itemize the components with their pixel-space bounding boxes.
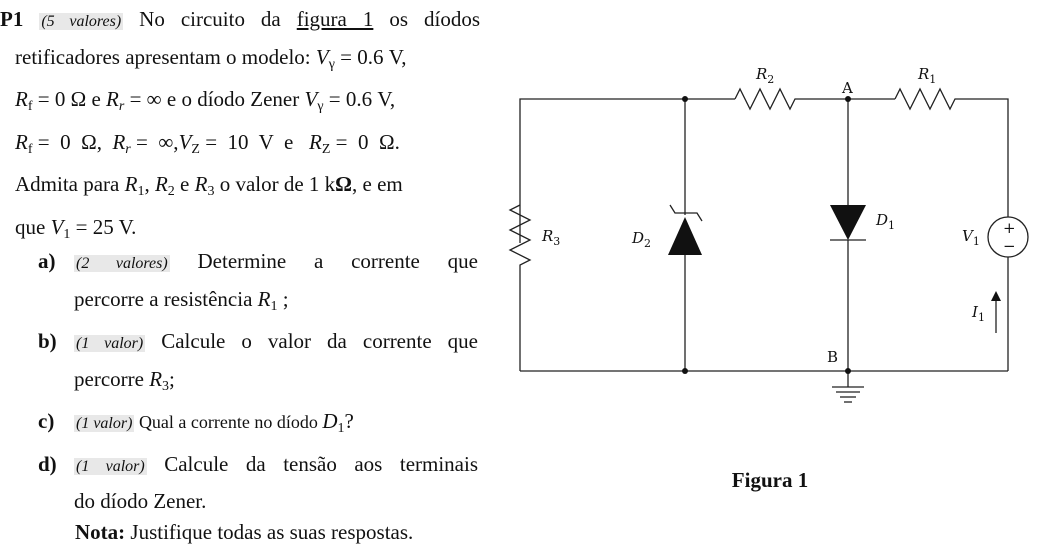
note-text: Justifique todas as suas respostas.	[125, 520, 414, 544]
resistor-r1	[894, 87, 960, 111]
problem-statement: P1 (5 valores) No circuito da figura 1 o…	[0, 2, 480, 252]
question-label: c)	[38, 409, 55, 433]
question-b: b) (1 valor) Calcule o valor da corrente…	[38, 324, 478, 404]
statement-line-4: Rf = 0 Ω, Rr = ∞,VZ = 10 V e RZ = 0 Ω.	[15, 129, 400, 157]
statement-line-2: retificadores apresentam o modelo: Vγ = …	[15, 44, 407, 72]
question-points: (1 valor)	[74, 335, 146, 352]
label-node-a: A	[841, 79, 853, 97]
junction-dot	[845, 368, 851, 374]
source-minus: −	[1003, 237, 1016, 255]
label-v1: V1	[962, 227, 980, 248]
note-label: Nota:	[75, 520, 126, 544]
note: Nota: Justifique todas as suas respostas…	[75, 520, 413, 545]
statement-line-5: Admita para R1, R2 e R3 o valor de 1 kΩ,…	[15, 172, 403, 199]
wire-top-left	[519, 98, 735, 243]
source-plus: +	[1003, 219, 1016, 237]
junction-dot	[682, 368, 688, 374]
statement-line-6: que V1 = 25 V.	[15, 214, 137, 242]
question-points: (2 valores)	[74, 255, 170, 272]
question-list: a) (2 valores) Determine a corrente que …	[38, 244, 478, 520]
label-r1: R1	[917, 65, 936, 86]
question-label: d)	[38, 451, 57, 476]
label-node-b: B	[827, 348, 838, 366]
question-label: a)	[38, 249, 56, 273]
resistor-r3	[508, 204, 532, 267]
question-d: d) (1 valor) Calcule da tensão aos termi…	[38, 447, 478, 520]
zener-cathode-bar	[669, 204, 703, 222]
statement-line-1: P1 (5 valores) No circuito da figura 1 o…	[0, 7, 480, 31]
label-i1: I1	[971, 303, 985, 324]
resistor-r2	[734, 87, 800, 111]
junction-dot	[682, 96, 688, 102]
label-r2: R2	[755, 65, 774, 86]
circuit-diagram: R2 R1 A R3 D2 D1 V1 + − I1 B	[508, 65, 1029, 403]
junction-dot	[845, 96, 851, 102]
label-d2: D2	[631, 229, 651, 250]
current-arrow-head	[991, 291, 1001, 301]
voltage-source-v1	[987, 216, 1029, 258]
problem-points: (5 valores)	[39, 13, 124, 30]
label-r3: R3	[541, 227, 560, 248]
statement-line-3: Rf = 0 Ω e Rr = ∞ e o díodo Zener Vγ = 0…	[15, 87, 396, 114]
zener-diode-body	[668, 217, 702, 255]
question-a: a) (2 valores) Determine a corrente que …	[38, 244, 478, 324]
d1-diode-body	[830, 205, 866, 240]
question-points: (1 valor)	[74, 457, 147, 475]
question-label: b)	[38, 329, 57, 353]
question-points: (1 valor)	[74, 415, 135, 432]
figure-caption: Figura 1	[731, 468, 809, 492]
problem-number: P1	[0, 7, 24, 31]
figure-reference: figura 1	[296, 7, 374, 31]
wire-top-right	[960, 98, 1009, 217]
label-d1: D1	[875, 211, 895, 232]
question-c: c) (1 valor) Qual a corrente no díodo D1…	[38, 404, 478, 447]
